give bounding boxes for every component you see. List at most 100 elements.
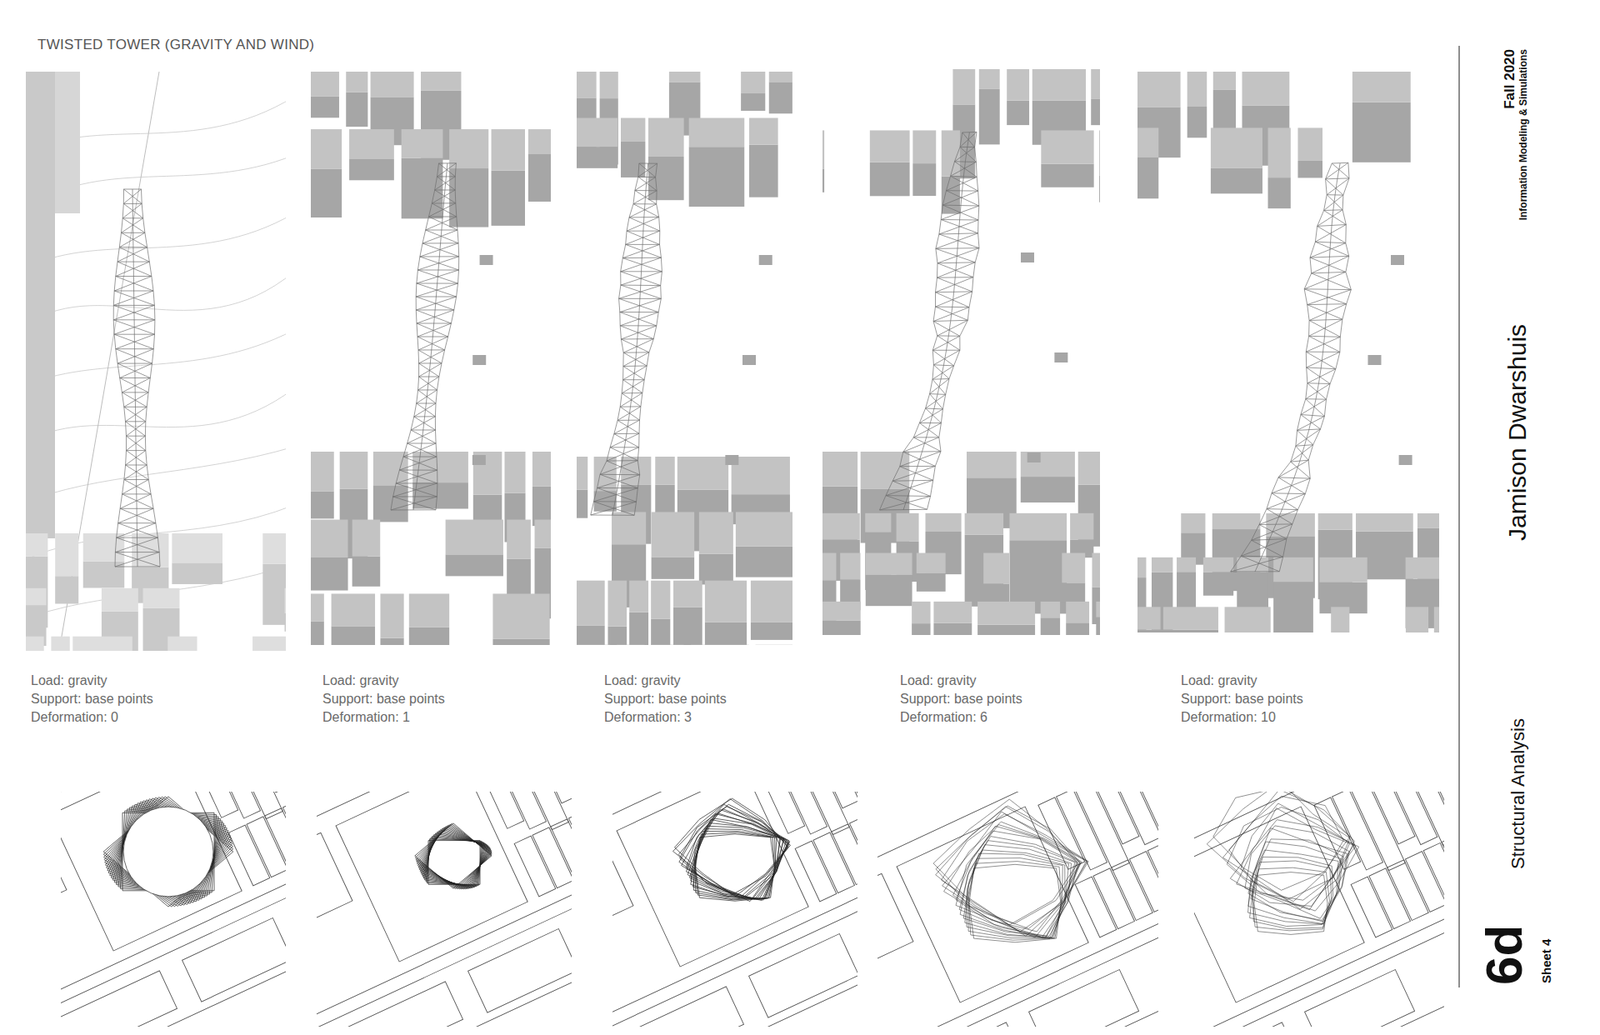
building-roof [865, 553, 913, 575]
twist-level [680, 806, 790, 899]
tower-brace [629, 204, 657, 218]
parcel-outline [616, 791, 809, 967]
twist-level [953, 825, 1083, 932]
tower-brace [420, 256, 460, 270]
tower-brace [120, 378, 149, 393]
tower-brace [623, 339, 654, 354]
building-roof [648, 118, 685, 157]
tower-brace [885, 495, 928, 510]
parcel-outline [324, 981, 463, 1027]
tower-ring [962, 131, 977, 134]
tower-mullion [429, 363, 431, 377]
tower-brace [1259, 510, 1298, 525]
parcel-outline [1029, 969, 1140, 1027]
parcel-outline [849, 815, 858, 877]
tower-mullion [134, 334, 135, 350]
tower-brace [120, 363, 153, 378]
tower-brace [117, 261, 152, 276]
building-roof [983, 553, 1010, 585]
building-side [822, 540, 860, 581]
twist-level [418, 827, 491, 890]
tower-brace [416, 403, 436, 417]
tower-brace [919, 409, 943, 424]
building-side [1137, 106, 1181, 158]
parcel-outline [568, 791, 572, 805]
twist-level [960, 840, 1075, 940]
building-roof [1434, 606, 1440, 633]
parcels [1194, 791, 1445, 1027]
building-side [689, 146, 745, 207]
tower-brace [422, 230, 458, 244]
building-side [607, 626, 627, 645]
tower-brace [417, 256, 459, 270]
twist-level [693, 825, 780, 899]
building-side [373, 485, 409, 522]
tower-brace [125, 421, 146, 436]
building-side [55, 71, 80, 214]
tower-brace [933, 307, 970, 322]
tower-brace [625, 244, 662, 258]
tower-brace [892, 465, 935, 481]
tower-mullion [1323, 335, 1325, 352]
tower-brace [1266, 494, 1305, 510]
tower-brace [930, 394, 944, 410]
sidebar-text: Structural Analysis [1507, 718, 1530, 870]
twist-level [1206, 791, 1350, 900]
building-roof [171, 533, 223, 563]
analysis-caption: Deformation: 3 [604, 708, 692, 727]
parcel-outline [282, 791, 286, 794]
building-side [349, 159, 395, 180]
tower-mullion [132, 203, 134, 218]
building-side [822, 620, 861, 635]
twist-level [415, 823, 492, 889]
tower-brace [126, 435, 146, 450]
tower-mullion [1275, 509, 1283, 525]
building-side [912, 163, 936, 196]
tower-brace [114, 334, 154, 350]
contour-line [25, 213, 286, 272]
tower-brace [620, 298, 662, 312]
building-roof [409, 593, 450, 627]
twist-level [112, 804, 224, 899]
building-roof [690, 645, 749, 646]
tower-brace [885, 480, 934, 495]
parcel-outline [1111, 860, 1154, 921]
sidebar-text: Sheet 4 [1539, 939, 1555, 984]
tower-brace [113, 305, 155, 320]
building-side [1163, 629, 1219, 633]
tower-mullion [635, 352, 636, 366]
tower-brace [1307, 290, 1352, 305]
tower-brace [620, 393, 643, 408]
tower-mullion [638, 312, 640, 326]
contour-line [25, 388, 286, 447]
tower-brace [393, 483, 438, 497]
tower-brace [119, 247, 150, 262]
building-roof [492, 593, 550, 639]
building-roof [651, 511, 695, 557]
building-side [576, 490, 588, 519]
tower-brace [1310, 257, 1346, 272]
tower-brace [422, 243, 460, 257]
tower-brace [1324, 195, 1344, 210]
building-side [1040, 164, 1094, 188]
panel-view [576, 71, 793, 645]
building-side [699, 554, 734, 585]
tower-brace [925, 408, 942, 424]
tower-brace [121, 218, 144, 234]
street-line [1194, 845, 1445, 1027]
tower-mullion [639, 285, 641, 299]
tower-brace [623, 352, 650, 367]
building-roof [822, 451, 858, 487]
twist-level [678, 804, 790, 898]
building-roof [1268, 127, 1291, 178]
tower-brace [619, 298, 660, 312]
twist-level [1226, 807, 1350, 901]
tower-brace [399, 456, 437, 470]
building-roof [331, 593, 375, 626]
tower-mullion [620, 460, 623, 475]
tower-brace [429, 203, 456, 217]
tower-mullion [442, 203, 444, 217]
building-side [412, 482, 469, 509]
tower-ring [439, 162, 457, 164]
